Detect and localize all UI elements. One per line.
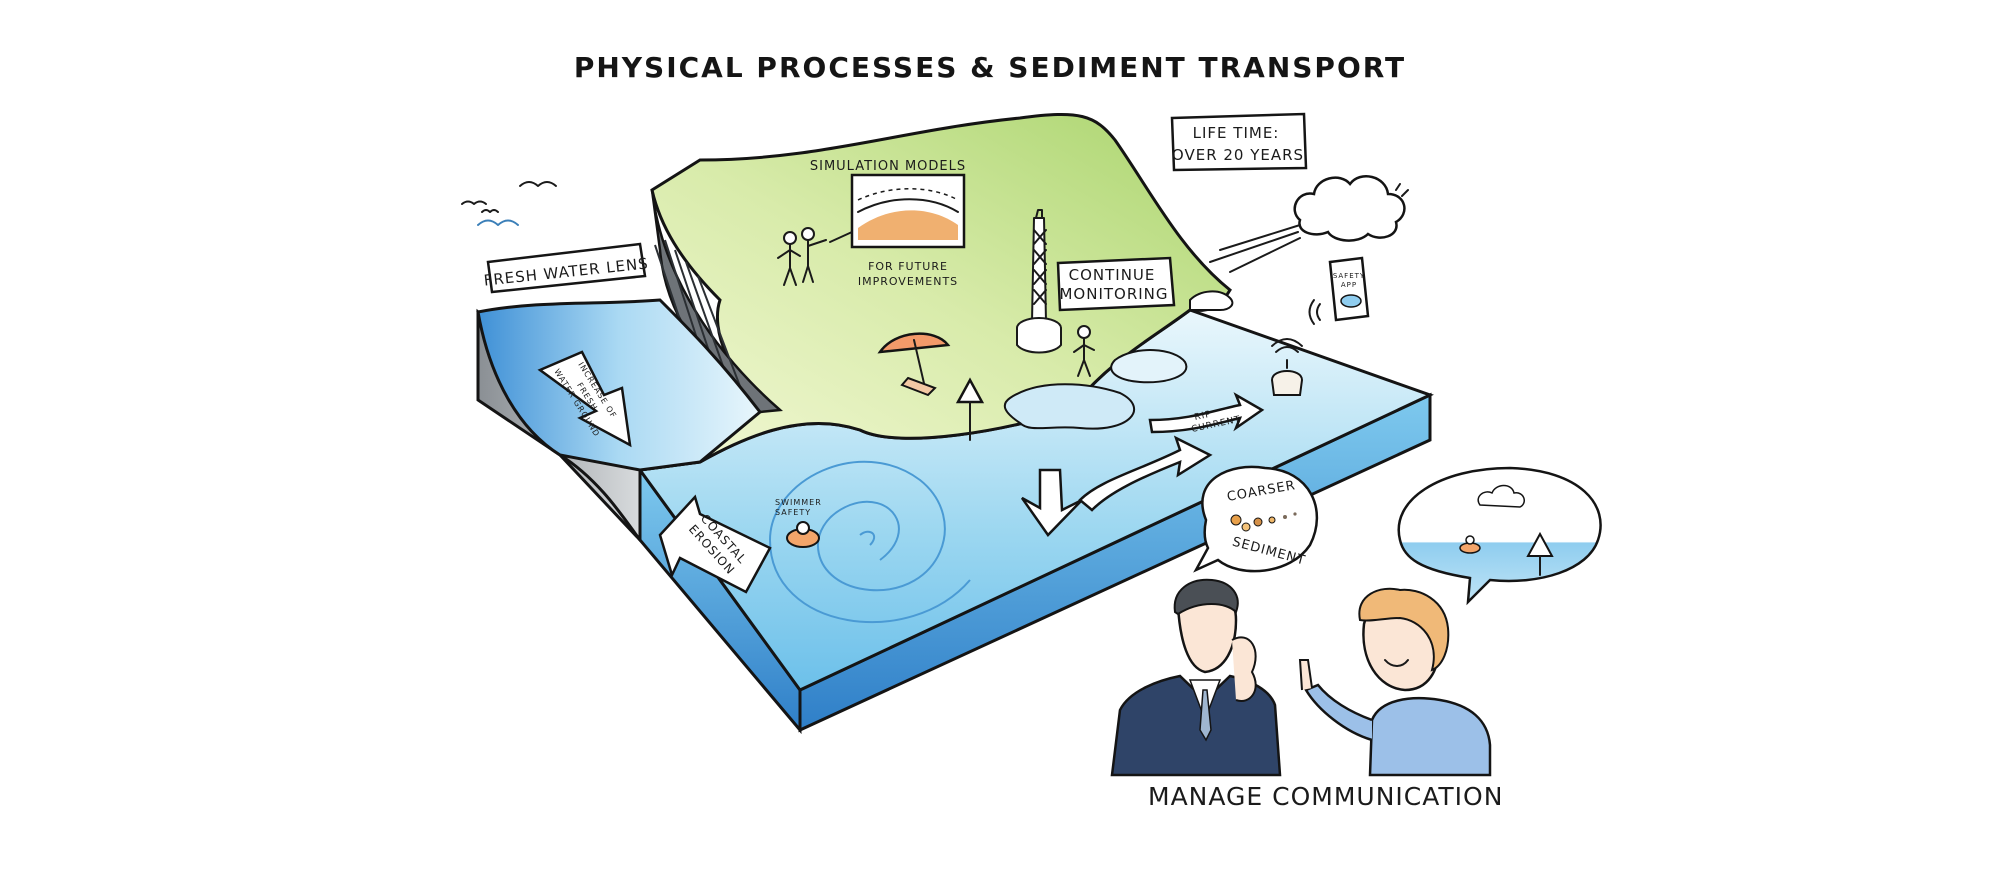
simulation-models-title: SIMULATION MODELS [810, 159, 966, 174]
swimmer-safety-text-1: SWIMMER [775, 498, 822, 507]
standing-person [1073, 325, 1095, 377]
page-title: PHYSICAL PROCESSES & SEDIMENT TRANSPORT [574, 51, 1406, 84]
coarser-sediment-bubble: COARSER SEDIMENT [1193, 465, 1319, 573]
swimmer [786, 521, 820, 548]
future-improvements-text-2: IMPROVEMENTS [858, 275, 958, 288]
businessman [1110, 578, 1282, 777]
small-animal [1189, 290, 1234, 311]
life-time-text-2: OVER 20 YEARS [1172, 146, 1304, 164]
beach-scene-bubble [1397, 466, 1602, 606]
life-time-label: LIFE TIME: OVER 20 YEARS [1170, 112, 1308, 172]
tide-pool [1003, 383, 1135, 430]
rip-current-arrows: RIP CURRENT [1020, 392, 1265, 537]
rip-current-text-1: RIP [1194, 410, 1213, 423]
warning-sign [955, 377, 985, 441]
swirl-current [768, 460, 971, 624]
continue-monitoring-text-1: CONTINUE [1069, 266, 1156, 284]
future-improvements-text-1: FOR FUTURE [868, 260, 948, 273]
tide-pool-small [1110, 349, 1188, 384]
birds [461, 181, 557, 226]
continue-monitoring-label: CONTINUE MONITORING [1056, 256, 1176, 312]
manage-communication-text: MANAGE COMMUNICATION [1148, 782, 1503, 811]
two-scientists [777, 227, 827, 286]
beach-umbrella [877, 332, 951, 397]
safety-app-text-1: SAFETY [1333, 272, 1365, 280]
continue-monitoring-text-2: MONITORING [1059, 285, 1168, 303]
simulation-models-panel: SIMULATION MODELS FOR FUTURE IMPROVEMENT… [810, 159, 966, 288]
buoy [1270, 338, 1304, 396]
life-time-text-1: LIFE TIME: [1193, 124, 1280, 142]
young-person [1298, 587, 1492, 777]
fresh-water-lens-label: FRESH WATER LENS [483, 242, 650, 294]
wind-cloud [1209, 175, 1409, 273]
safety-app-phone: SAFETY APP [1308, 256, 1370, 325]
sediment-grains [1230, 512, 1297, 532]
monitoring-tower [1016, 209, 1062, 354]
swimmer-safety-text-2: SAFETY [775, 508, 811, 517]
safety-app-text-2: APP [1341, 281, 1357, 289]
